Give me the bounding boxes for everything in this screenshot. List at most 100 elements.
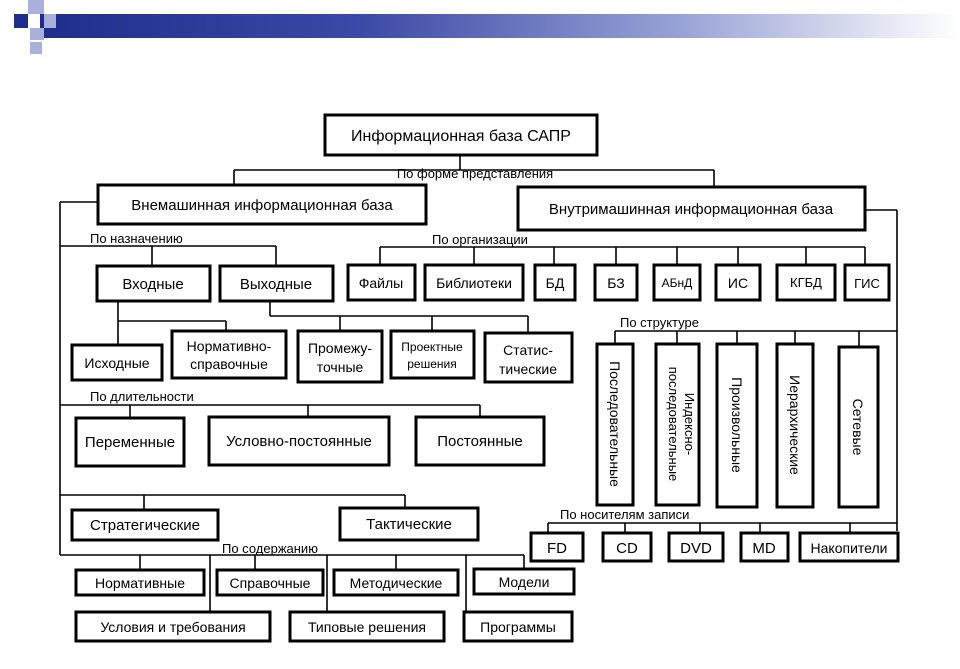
svg-text:Последовательные: Последовательные — [607, 361, 623, 487]
node-root: Информационная база САПР — [323, 113, 599, 157]
svg-text:MD: MD — [752, 540, 775, 557]
svg-text:ГИС: ГИС — [854, 276, 880, 291]
node-normative-reference: Нормативно- справочные — [170, 329, 288, 380]
node-variable: Переменные — [74, 416, 186, 468]
node-is: ИС — [714, 263, 762, 302]
node-abnd: АБнД — [652, 263, 702, 302]
node-internal: Внутримашинная информационная база — [516, 185, 867, 232]
title-banner — [40, 14, 960, 38]
decor-square — [28, 0, 44, 14]
svg-text:Тактические: Тактические — [366, 516, 452, 533]
svg-text:Произвольные: Произвольные — [729, 377, 745, 473]
svg-text:FD: FD — [547, 540, 567, 557]
node-reference: Справочные — [215, 568, 325, 597]
node-methodical: Методические — [332, 568, 460, 597]
svg-text:справочные: справочные — [190, 356, 268, 372]
node-gis: ГИС — [843, 263, 891, 302]
svg-text:ИС: ИС — [728, 275, 748, 291]
node-indexed-sequential: Индексно- последовательные — [654, 342, 701, 507]
svg-text:Файлы: Файлы — [359, 275, 403, 291]
node-input: Входные — [95, 264, 212, 303]
decor-square — [30, 42, 42, 54]
node-files: Файлы — [346, 263, 417, 302]
svg-text:Условия и требования: Условия и требования — [100, 619, 245, 635]
label-structure: По структуре — [620, 315, 699, 330]
svg-text:последовательные: последовательные — [666, 367, 681, 482]
node-design-solutions: Проектные решения — [389, 329, 476, 380]
node-libraries: Библиотеки — [423, 263, 525, 302]
node-sequential: Последовательные — [595, 342, 635, 507]
node-programs: Программы — [462, 610, 574, 643]
svg-text:Справочные: Справочные — [230, 575, 311, 591]
node-drives: Накопители — [798, 531, 900, 563]
node-cond-constant: Условно-постоянные — [207, 415, 391, 467]
svg-text:Статис-: Статис- — [503, 342, 553, 358]
svg-text:Библиотеки: Библиотеки — [436, 275, 512, 291]
svg-text:КГБД: КГБД — [790, 275, 822, 290]
label-content: По содержанию — [222, 541, 318, 556]
svg-text:БД: БД — [546, 275, 565, 291]
svg-text:решения: решения — [407, 357, 456, 371]
label-purpose: По назначению — [90, 231, 183, 246]
svg-text:Стратегические: Стратегические — [90, 517, 200, 534]
svg-text:Накопители: Накопители — [811, 540, 888, 556]
node-intermediate: Промежу- точные — [296, 329, 384, 384]
svg-text:Нормативно-: Нормативно- — [187, 338, 272, 354]
svg-text:Программы: Программы — [480, 619, 556, 635]
decor-square — [30, 28, 44, 40]
label-duration: По длительности — [90, 389, 194, 404]
svg-text:Сетевые: Сетевые — [850, 399, 866, 456]
node-fd: FD — [529, 531, 585, 563]
node-dvd: DVD — [667, 531, 725, 563]
svg-text:Переменные: Переменные — [85, 434, 175, 451]
node-kb: БЗ — [593, 263, 639, 302]
svg-text:Информационная база САПР: Информационная база САПР — [351, 128, 571, 145]
node-models: Модели — [472, 567, 576, 596]
node-normative: Нормативные — [74, 568, 206, 597]
svg-text:CD: CD — [616, 540, 638, 557]
node-arbitrary: Произвольные — [715, 342, 759, 509]
svg-text:Нормативные: Нормативные — [95, 575, 185, 591]
svg-text:тические: тические — [499, 361, 557, 377]
node-md: MD — [739, 531, 790, 563]
svg-text:Модели: Модели — [499, 574, 550, 590]
svg-text:Методические: Методические — [350, 575, 443, 591]
node-db: БД — [533, 263, 577, 302]
node-source: Исходные — [70, 343, 164, 382]
node-statistical: Статис- тические — [483, 331, 574, 384]
svg-text:DVD: DVD — [680, 540, 712, 557]
svg-text:Условно-постоянные: Условно-постоянные — [226, 433, 372, 450]
label-form: По форме представления — [397, 166, 553, 181]
node-kgbd: КГБД — [775, 263, 837, 302]
svg-text:Типовые решения: Типовые решения — [308, 619, 426, 635]
svg-text:Выходные: Выходные — [240, 276, 312, 293]
svg-text:АБнД: АБнД — [662, 276, 693, 290]
node-hierarchical: Иерархические — [775, 342, 815, 509]
svg-text:Промежу-: Промежу- — [308, 340, 372, 356]
node-typical: Типовые решения — [288, 610, 446, 643]
svg-text:Индексно-: Индексно- — [682, 393, 697, 455]
svg-text:Внутримашинная информационная: Внутримашинная информационная база — [549, 201, 834, 218]
label-organization: По организации — [432, 232, 528, 247]
svg-text:Иерархические: Иерархические — [787, 375, 803, 475]
decor-square — [14, 14, 28, 28]
node-tactical: Тактические — [338, 506, 480, 542]
node-conditions: Условия и требования — [74, 610, 272, 643]
node-external: Внемашинная информационная база — [96, 183, 428, 226]
label-media: По носителям записи — [560, 507, 689, 522]
node-cd: CD — [601, 531, 653, 563]
node-network: Сетевые — [837, 345, 880, 509]
decor-square — [44, 14, 56, 28]
svg-text:Постоянные: Постоянные — [437, 433, 522, 450]
svg-text:точные: точные — [317, 359, 364, 375]
svg-text:Исходные: Исходные — [84, 355, 149, 371]
svg-text:БЗ: БЗ — [607, 275, 625, 291]
node-constant: Постоянные — [414, 415, 546, 467]
connectors — [59, 155, 898, 612]
svg-text:Внемашинная информационная баз: Внемашинная информационная база — [131, 197, 393, 214]
svg-text:Проектные: Проектные — [401, 340, 463, 354]
svg-text:Входные: Входные — [122, 276, 183, 293]
node-strategic: Стратегические — [70, 508, 220, 542]
node-output: Выходные — [218, 264, 335, 303]
